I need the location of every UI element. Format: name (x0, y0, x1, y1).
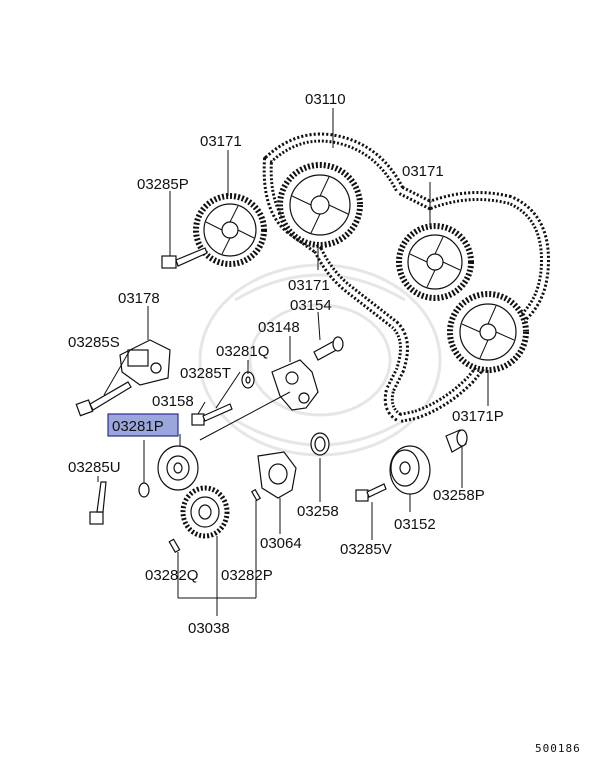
bolt-03285V (355, 483, 387, 502)
sprocket-03171P (447, 291, 529, 373)
label-03285P: 03285P (137, 176, 189, 193)
label-03064: 03064 (260, 535, 302, 552)
spacer-03258P (445, 429, 468, 453)
label-03285U: 03285U (68, 459, 121, 476)
label-03171-right: 03171 (402, 163, 444, 180)
label-03148: 03148 (258, 319, 300, 336)
key-03282Q (168, 538, 181, 554)
crank-sprocket-03038 (180, 485, 230, 539)
spacer-03154 (313, 336, 344, 361)
washer-03281Q (241, 371, 255, 389)
label-03171-mid: 03171 (288, 277, 330, 294)
label-03281Q: 03281Q (216, 343, 269, 360)
bolt-03285S (75, 381, 132, 417)
bolt-03158 (191, 403, 233, 426)
reference-number: 500186 (535, 742, 581, 755)
camshaft-sprocket-right (396, 223, 474, 301)
bolt-03285U (89, 481, 107, 525)
bolt-03285P (161, 247, 208, 269)
label-03110: 03110 (305, 91, 346, 108)
label-03285T: 03285T (180, 365, 231, 382)
label-03038: 03038 (188, 620, 230, 637)
pulley-03152 (389, 445, 431, 495)
label-03285V: 03285V (340, 541, 392, 558)
label-03154: 03154 (290, 297, 332, 314)
label-03158: 03158 (152, 393, 194, 410)
label-03152: 03152 (394, 516, 436, 533)
highlight-03281P[interactable]: 03281P (107, 413, 179, 437)
washer-small (138, 482, 150, 498)
label-03258P: 03258P (433, 487, 485, 504)
bracket-03148 (271, 359, 319, 411)
label-03171-left: 03171 (200, 133, 242, 150)
ring-03258 (310, 432, 330, 456)
tensioner-03178 (119, 339, 171, 386)
plate-03064 (257, 451, 297, 499)
label-03171P: 03171P (452, 408, 504, 425)
label-03258: 03258 (297, 503, 339, 520)
crank-sprocket-top (277, 162, 363, 248)
label-03285S: 03285S (68, 334, 120, 351)
leader-lines (97, 108, 489, 616)
label-03178: 03178 (118, 290, 160, 307)
camshaft-sprocket-left (193, 193, 267, 267)
idler-pulley-03281P (157, 445, 199, 491)
key-03282P (250, 488, 262, 502)
label-03282Q: 03282Q (145, 567, 198, 584)
label-03282P: 03282P (221, 567, 273, 584)
label-03281P: 03281P (112, 418, 164, 435)
